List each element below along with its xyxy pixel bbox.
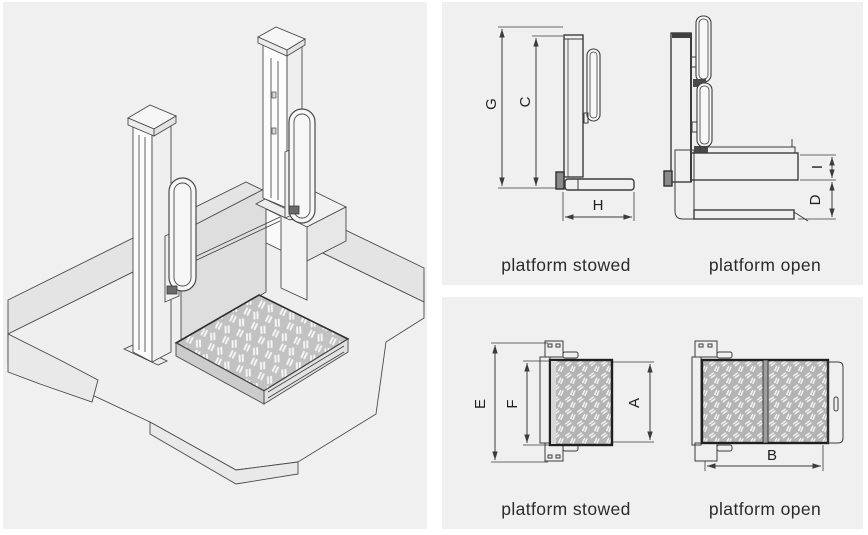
top-view-stowed: E F A platform stowed <box>472 340 654 519</box>
side-view-open: I D platform open <box>663 15 836 275</box>
dim-label-g: G <box>483 98 500 110</box>
right-handrail <box>284 108 316 224</box>
right-carriage <box>280 213 308 301</box>
left-mast <box>122 104 177 366</box>
platform-deck <box>174 294 350 405</box>
dim-label-f: F <box>504 399 521 408</box>
dim-label-a: A <box>626 398 643 408</box>
caption-side-stowed: platform stowed <box>501 255 631 275</box>
left-handrail <box>164 177 197 303</box>
dim-label-b: B <box>767 447 777 464</box>
dim-label-d: D <box>807 194 824 205</box>
dim-label-e: E <box>472 399 489 409</box>
dim-label-c: C <box>517 96 534 107</box>
side-views-drawing: G C H platform stowed <box>483 15 836 275</box>
isometric-drawing <box>7 26 425 485</box>
isometric-view-panel <box>3 2 427 529</box>
side-views-panel: G C H platform stowed <box>442 2 863 285</box>
caption-side-open: platform open <box>709 255 821 275</box>
side-view-stowed: G C H platform stowed <box>483 26 635 275</box>
top-views-panel: E F A platform stowed <box>442 297 863 529</box>
top-views-drawing: E F A platform stowed <box>472 340 844 519</box>
top-view-open: B platform open <box>691 340 844 519</box>
dim-label-h: H <box>593 197 604 214</box>
caption-top-open: platform open <box>709 499 821 519</box>
dim-label-i: I <box>809 165 826 169</box>
caption-top-stowed: platform stowed <box>501 499 631 519</box>
